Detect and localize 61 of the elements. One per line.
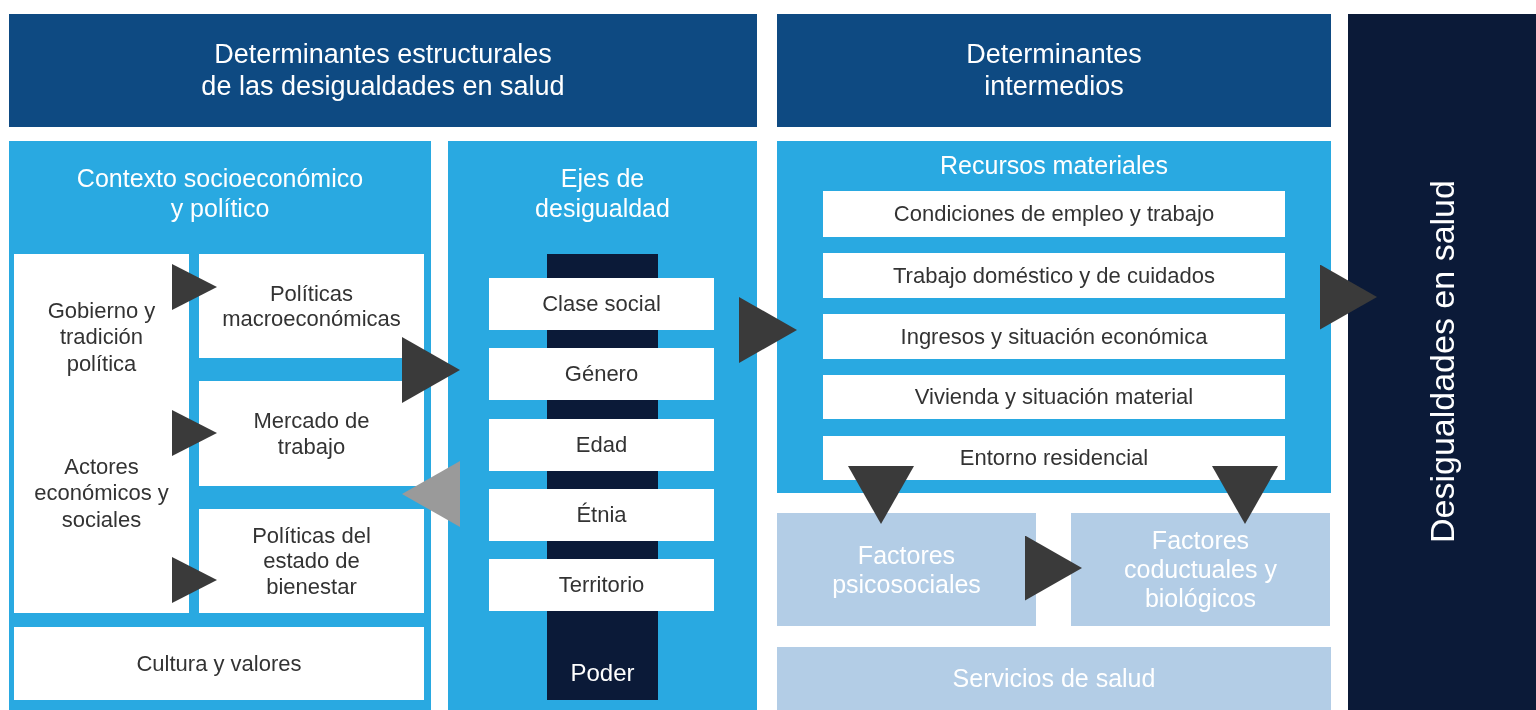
box-label: Vivienda y situación material [913,384,1195,410]
factor-box [199,509,424,613]
box-label: Clase social [541,291,662,317]
box-label: Gobierno y tradición política [46,298,157,378]
panel-title: Recursos materiales [939,150,1169,180]
arrow [172,557,217,603]
factor-box [823,253,1285,298]
factor-box [489,489,714,541]
arrow [1212,466,1278,524]
factor-panel [777,513,1036,626]
box-label: Territorio [557,572,646,598]
factor-box [489,419,714,471]
axis-bar [547,611,658,700]
header-banner [777,14,1331,127]
box-label: Factores psicosociales [831,540,982,599]
box-label: Determinantes estructurales de las desigualdades en salud [200,39,566,102]
arrow [848,466,914,524]
box-label: Mercado de trabajo [252,408,371,459]
panel-title: Ejes de desigualdad [534,163,671,223]
factor-box [489,278,714,330]
vertical-title: Desigualdades en salud [1422,179,1462,546]
category-panel [448,141,757,710]
box-label: Servicios de salud [951,664,1157,693]
factor-box [199,381,424,486]
arrow [1320,264,1377,330]
factor-box [823,191,1285,237]
factor-box [199,254,424,358]
factor-box [823,375,1285,419]
box-label: Determinantes intermedios [965,39,1143,102]
factor-box [489,348,714,400]
header-banner [9,14,757,127]
box-label: Ingresos y situación económica [899,323,1209,350]
box-label: Factores coductuales y biológicos [1123,526,1278,613]
panel-title: Contexto socioeconómico y político [75,163,365,223]
box-label: Género [563,361,640,387]
box-label: Políticas del estado de bienestar [251,523,372,599]
box-label: Trabajo doméstico y de cuidados [892,262,1216,289]
box-label: Cultura y valores [135,650,303,677]
box-label: Condiciones de empleo y trabajo [892,201,1216,227]
arrow [172,264,217,310]
box-label: Edad [574,432,629,458]
box-label: Políticas macroeconómicas [221,280,402,332]
factor-box [823,314,1285,359]
factor-panel [777,647,1331,710]
box-label: Étnia [575,502,628,528]
category-panel [9,141,431,710]
box-label: Entorno residencial [958,445,1150,471]
factor-box [489,559,714,611]
factor-box [823,436,1285,480]
factor-panel [1071,513,1330,626]
arrow [402,461,460,527]
factor-box [14,627,424,700]
category-panel [777,141,1331,493]
box-label: Actores económicos y sociales [33,454,170,534]
arrow [1025,535,1082,601]
arrow [739,297,797,363]
axis-label: Poder [569,659,636,688]
factor-box [14,254,189,613]
outcome-bar [1348,14,1536,710]
arrow [172,410,217,456]
arrow [402,337,460,403]
